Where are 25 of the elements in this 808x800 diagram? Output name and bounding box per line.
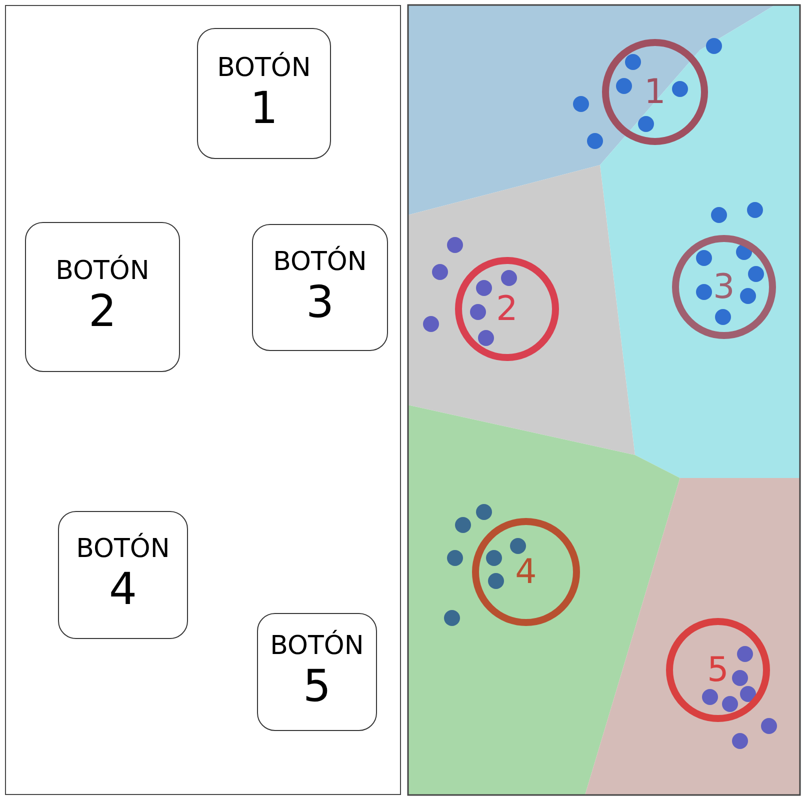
button-label: BOTÓN [76,534,170,564]
cluster-circle [455,257,559,361]
cluster-circle [672,235,776,339]
cluster-circle [666,618,770,722]
button-number: 4 [109,564,137,616]
button-number: 5 [303,661,331,713]
cluster-number: 1 [644,72,666,112]
cluster-circle [602,39,708,145]
button-label: BOTÓN [56,256,150,286]
button [25,222,180,372]
cluster-number: 3 [713,267,735,307]
cluster-number: 4 [515,552,537,592]
cluster-number: 2 [496,289,518,329]
button-number: 2 [88,286,116,338]
button [197,28,331,159]
cluster-circle [472,518,580,626]
button-label: BOTÓN [273,246,367,276]
button [252,224,388,351]
button-label: BOTÓN [270,631,364,661]
cluster-number: 5 [707,650,729,690]
button-number: 3 [306,276,334,328]
button [58,511,188,639]
button [257,613,377,731]
button-number: 1 [250,82,278,134]
button-label: BOTÓN [217,52,311,82]
